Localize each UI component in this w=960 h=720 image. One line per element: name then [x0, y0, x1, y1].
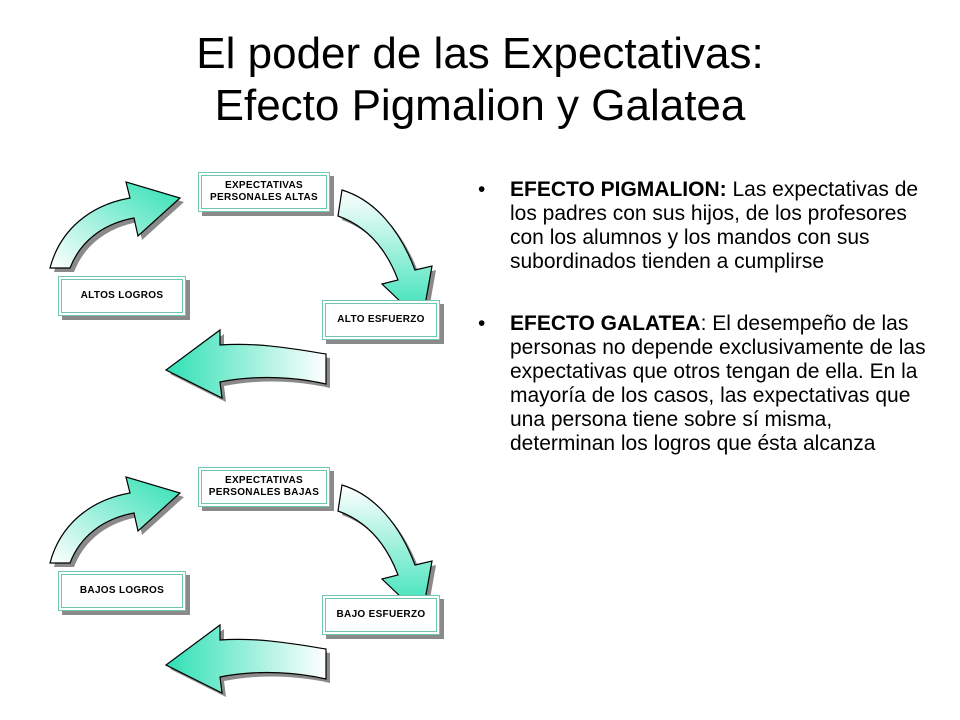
bullet-icon: •: [478, 178, 486, 201]
arrow-icon: [164, 623, 327, 695]
bullet-term: EFECTO GALATEA: [510, 312, 701, 335]
slide-title: El poder de las Expectativas: Efecto Pig…: [0, 28, 960, 132]
cycle-box-effort: ALTO ESFUERZO: [322, 300, 440, 340]
bullet-list: • EFECTO PIGMALION: Las expectativas de …: [478, 178, 938, 494]
cycle-arrows-high: [49, 181, 436, 402]
arrow-icon: [164, 328, 327, 400]
cycle-box-achievements: ALTOS LOGROS: [58, 276, 186, 316]
cycle-box-label: EXPECTATIVAS PERSONALES ALTAS: [210, 180, 318, 203]
bullet-icon: •: [478, 312, 486, 335]
slide-title-line-2: Efecto Pigmalion y Galatea: [214, 81, 746, 130]
cycle-box-expectations: EXPECTATIVAS PERSONALES BAJAS: [198, 467, 330, 507]
cycle-box-label: BAJOS LOGROS: [79, 585, 165, 596]
bullet-item-galatea: • EFECTO GALATEA: El desempeño de las pe…: [478, 312, 938, 456]
cycle-diagram-high: EXPECTATIVAS PERSONALES ALTAS ALTO ESFUE…: [30, 160, 460, 420]
cycle-diagram-low: EXPECTATIVAS PERSONALES BAJAS BAJO ESFUE…: [30, 455, 460, 715]
cycle-arrows-low: [49, 476, 436, 697]
cycle-box-label: EXPECTATIVAS PERSONALES BAJAS: [208, 475, 320, 498]
bullet-text: : El desempeño de las personas no depend…: [510, 312, 926, 455]
slide-title-line-1: El poder de las Expectativas:: [196, 29, 764, 78]
cycle-box-label: ALTOS LOGROS: [80, 290, 164, 301]
cycle-box-expectations: EXPECTATIVAS PERSONALES ALTAS: [198, 172, 330, 212]
bullet-text: Las expectativas de los padres con sus h…: [510, 178, 919, 273]
arrow-icon: [49, 476, 182, 564]
cycle-box-label: ALTO ESFUERZO: [337, 314, 425, 325]
bullet-item-pigmalion: • EFECTO PIGMALION: Las expectativas de …: [478, 178, 938, 274]
cycle-box-achievements: BAJOS LOGROS: [58, 571, 186, 611]
bullet-term: EFECTO PIGMALION:: [510, 178, 727, 201]
arrow-icon: [49, 181, 182, 269]
cycle-box-effort: BAJO ESFUERZO: [322, 595, 440, 635]
cycle-box-label: BAJO ESFUERZO: [336, 609, 426, 620]
